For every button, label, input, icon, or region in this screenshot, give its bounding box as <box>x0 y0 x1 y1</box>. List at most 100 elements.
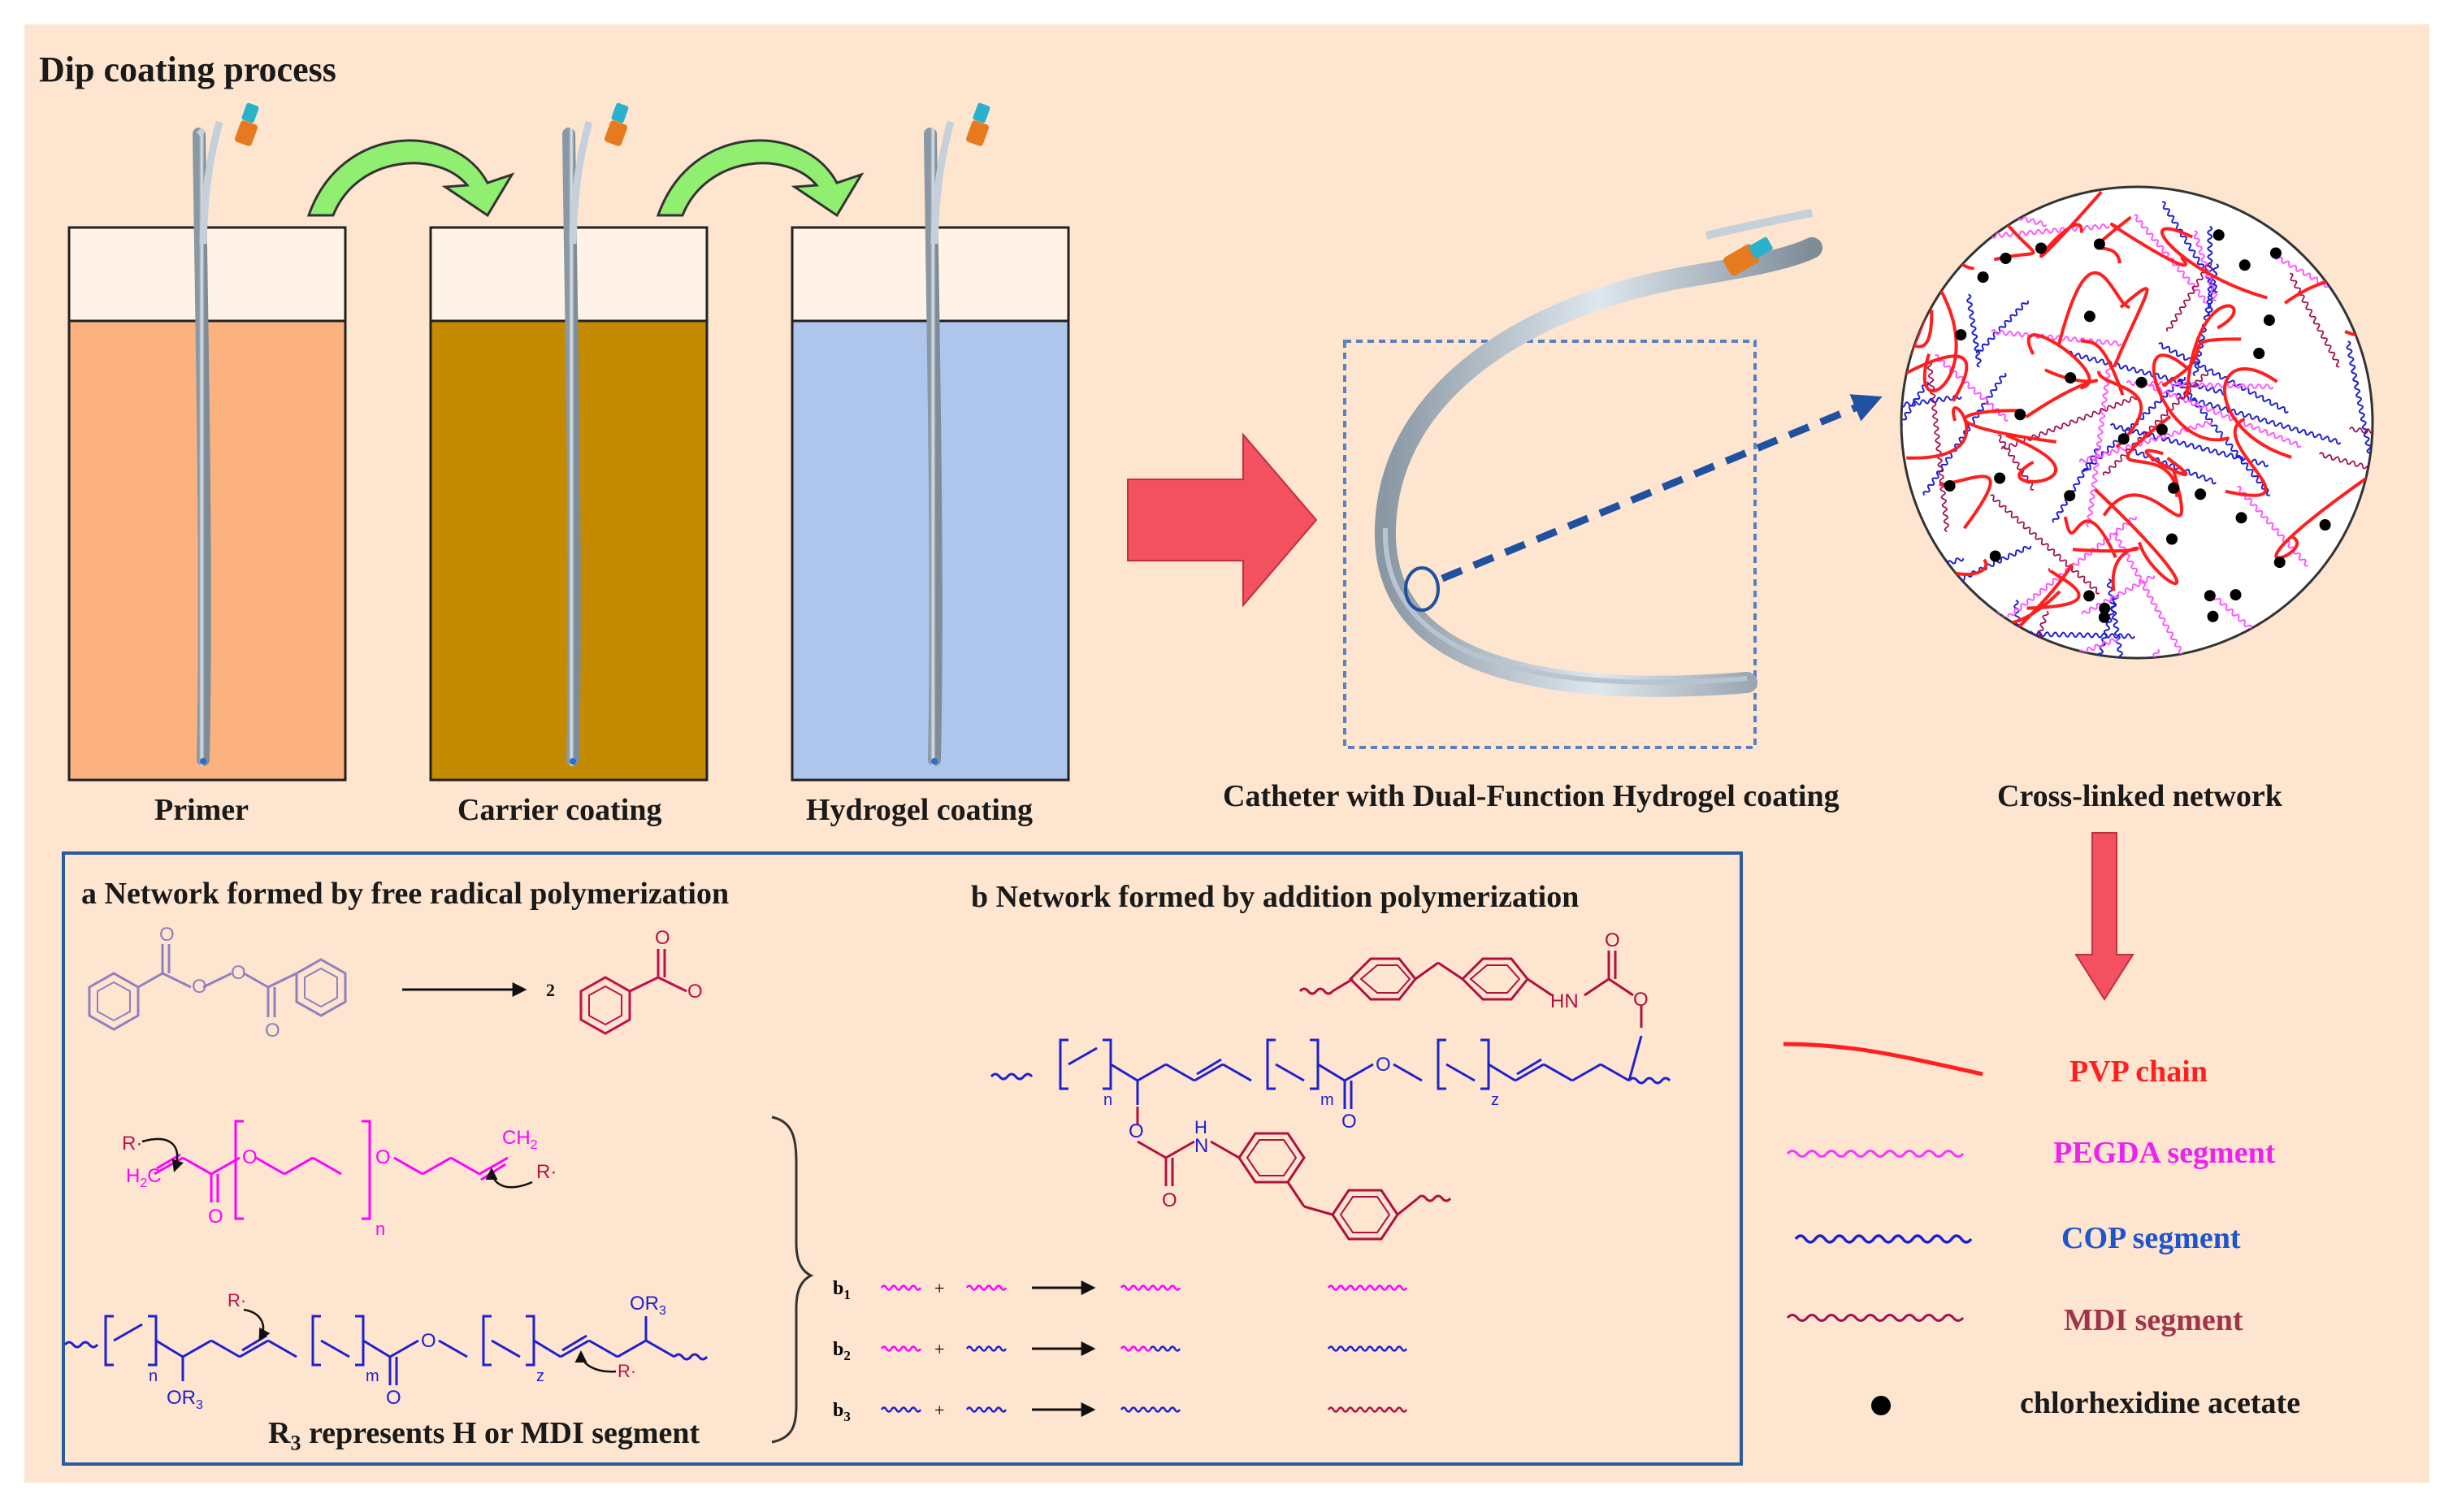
network-pvp-chain <box>2185 304 2236 397</box>
r3-note: R3 represents H or MDI segment <box>268 1416 700 1455</box>
network-pegda-segment <box>1935 354 2009 422</box>
zoom-dashed-arrow <box>1441 394 1883 583</box>
chem-o-label: O <box>242 1146 258 1168</box>
network-ca-dot <box>2207 610 2219 622</box>
network-ca-dot <box>2117 433 2130 445</box>
network-pvp-chain <box>1963 409 2056 444</box>
chem-r-radical: R· <box>122 1133 142 1155</box>
catheter-zoom-box <box>1343 340 1757 749</box>
network-ca-dot <box>2065 372 2077 384</box>
chem-r-radical: R· <box>536 1161 557 1183</box>
network-circle <box>1900 185 2374 660</box>
network-pegda-segment <box>2149 383 2302 448</box>
network-cop-segment <box>2176 392 2342 445</box>
network-cop-segment <box>1901 394 1962 410</box>
network-cop-segment <box>2162 201 2218 293</box>
brace <box>771 1116 814 1444</box>
network-pegda-segment <box>2126 379 2274 390</box>
network-pvp-chain <box>2072 546 2139 591</box>
network-pvp-chain <box>2102 470 2184 518</box>
chem-o-label: O <box>1129 1120 1144 1142</box>
chem-z-sub: z <box>536 1367 544 1385</box>
network-cop-segment <box>2083 594 2119 658</box>
network-pvp-chain <box>1906 406 1969 460</box>
network-cop-segment <box>2067 350 2227 396</box>
chem-r-radical: R· <box>618 1361 636 1381</box>
chem-m-sub: m <box>1320 1091 1334 1109</box>
network-pvp-chain <box>2080 339 2125 396</box>
benzoyloxy-radical <box>579 949 687 1035</box>
b-product-segment <box>1149 1406 1181 1413</box>
legend-label-pegda: PEGDA segment <box>2053 1136 2276 1170</box>
network-ca-dot <box>1955 329 1967 341</box>
network-ca-dot <box>2083 310 2095 323</box>
chem-o-label: O <box>1376 1054 1391 1076</box>
network-cop-segment <box>2207 225 2213 317</box>
network-pvp-chain <box>2161 337 2242 388</box>
b-reactant-segment <box>880 1406 922 1413</box>
network-pegda-segment <box>1987 223 2110 239</box>
network-cop-segment <box>2131 448 2217 485</box>
network-pvp-chain <box>1901 354 1969 402</box>
chem-o-label: O <box>231 962 246 984</box>
panel-b-title: b Network formed by addition polymerizat… <box>971 880 1580 914</box>
legend-ca-dot <box>1871 1396 1891 1415</box>
catheter-straight-3 <box>924 102 990 766</box>
chem-r-radical: R· <box>228 1290 246 1311</box>
radical-attack-arrow <box>141 1137 184 1172</box>
chem-o-label: O <box>208 1206 223 1228</box>
network-ca-dot <box>1944 480 1956 492</box>
catheter-label: Catheter with Dual-Function Hydrogel coa… <box>1223 779 1840 813</box>
network-ca-dot <box>2168 482 2180 494</box>
network-ca-dot <box>2319 519 2331 531</box>
plus-sign: + <box>934 1400 944 1420</box>
network-mdi-segment <box>1990 494 2100 595</box>
network-pegda-segment <box>2082 575 2156 614</box>
network-pvp-chain <box>1901 284 1934 349</box>
legend-cop-sample <box>1794 1234 1973 1244</box>
chem-hn: HN <box>1550 990 1579 1012</box>
chem-n-sub: n <box>149 1367 158 1385</box>
plus-sign: + <box>934 1339 944 1359</box>
b-reactant-segment <box>880 1285 922 1291</box>
chem-o-label: O <box>1633 989 1649 1011</box>
chem-n-sub: n <box>375 1219 385 1239</box>
cop-structure-b <box>990 1035 1671 1109</box>
chem-o-label: O <box>265 1020 280 1042</box>
network-pvp-chain <box>2152 353 2230 442</box>
network-ca-dot <box>2212 229 2225 241</box>
chem-o-label: O <box>421 1330 436 1352</box>
network-mdi-segment <box>2319 452 2373 479</box>
b-product-segment <box>1120 1285 1152 1291</box>
network-ca-dot <box>2273 557 2286 569</box>
network-pvp-chain <box>2113 287 2149 368</box>
chem-n-sub: n <box>1103 1091 1112 1109</box>
mdi-structure-bottom <box>1136 1107 1452 1241</box>
b-result-segment <box>1327 1345 1408 1352</box>
catheter-curved <box>1374 209 1822 697</box>
transfer-arrow-1 <box>306 139 515 218</box>
chem-z-sub: z <box>1491 1091 1499 1109</box>
chem-o-label: O <box>159 924 175 946</box>
chem-n-atom: N <box>1194 1135 1208 1157</box>
network-pegda-segment <box>2086 365 2112 528</box>
legend-pegda-sample <box>1786 1150 1965 1158</box>
network-ca-dot <box>2195 488 2207 500</box>
network-ca-dot <box>2156 423 2168 435</box>
network-ca-dot <box>2166 533 2178 545</box>
tank-label-carrier: Carrier coating <box>457 793 662 827</box>
network-pvp-chain <box>2094 488 2179 586</box>
panel-a-title: a Network formed by free radical polymer… <box>81 877 730 911</box>
chem-h-label: H <box>1194 1117 1207 1137</box>
network-pvp-chain <box>2005 433 2057 483</box>
b-reactant-segment <box>965 1406 1008 1413</box>
network-pvp-chain <box>2026 567 2081 610</box>
tank-label-hydrogel: Hydrogel coating <box>806 793 1034 827</box>
network-ca-dot <box>2269 247 2282 259</box>
network-cop-segment <box>1966 293 1982 368</box>
b-reactant-segment <box>965 1285 1008 1291</box>
plus-sign: + <box>934 1278 944 1298</box>
chem-o-label: O <box>1162 1189 1177 1211</box>
figure-title: Dip coating process <box>39 50 336 89</box>
process-arrow <box>1127 432 1318 608</box>
